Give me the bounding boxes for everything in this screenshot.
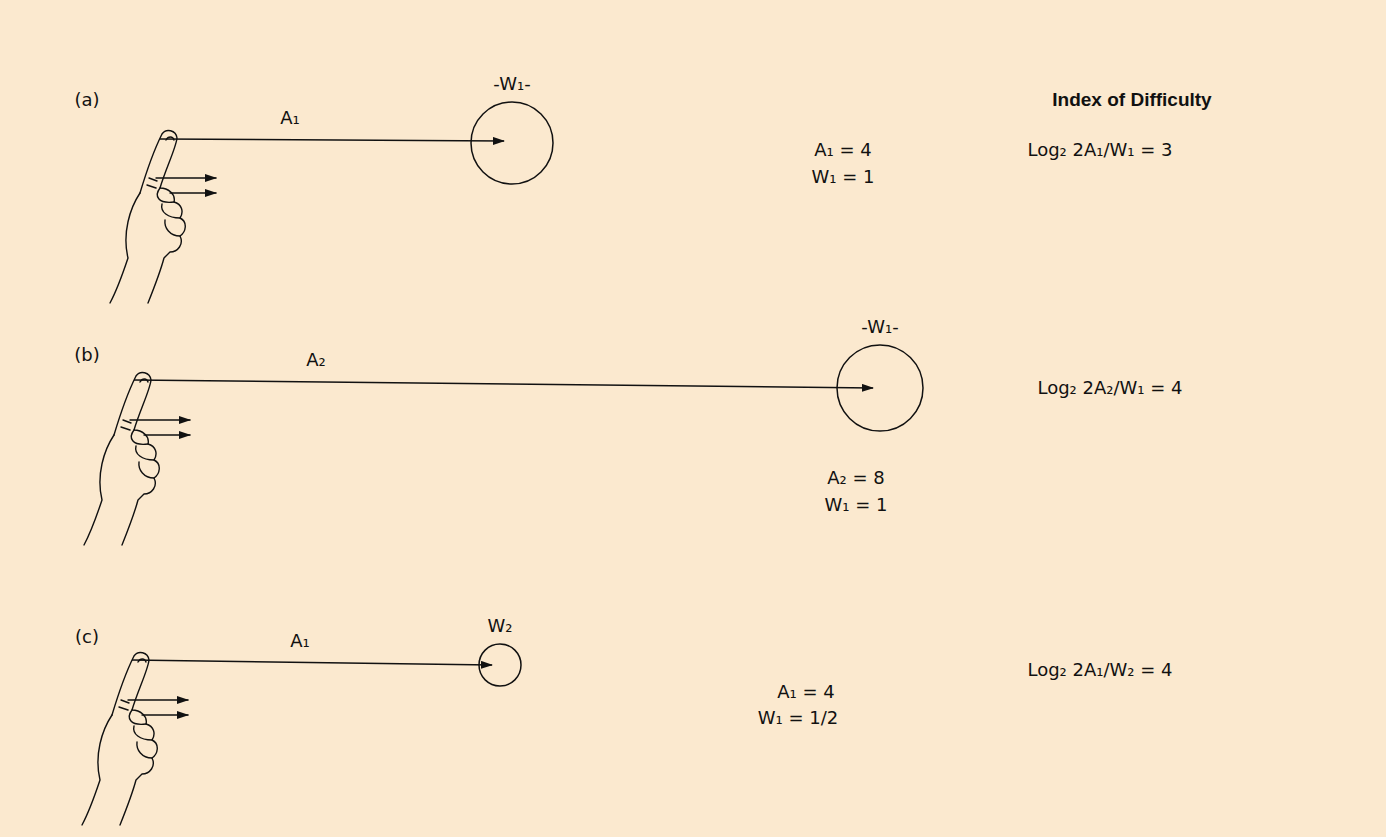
text-label: A₁ — [280, 107, 300, 129]
text-label: Index of Difficulty — [1052, 89, 1211, 112]
text-label: Log₂ 2A₁/W₂ = 4 — [1027, 659, 1172, 681]
width-label: -W₁- — [861, 316, 898, 338]
distance-arrow — [134, 380, 873, 388]
text-label: A₂ = 8 — [827, 467, 885, 489]
width-label: -W₁- — [493, 73, 530, 95]
text-label: (c) — [75, 626, 99, 648]
text-label: A₁ = 4 — [814, 139, 872, 161]
text-label: (a) — [74, 89, 99, 111]
target-circle: -W₁- — [836, 344, 924, 432]
text-label: A₁ — [290, 630, 310, 652]
width-label: W₂ — [487, 615, 512, 637]
target-circle: -W₁- — [470, 101, 554, 185]
text-label: Log₂ 2A₁/W₁ = 3 — [1027, 139, 1172, 161]
text-label: A₂ — [306, 349, 326, 371]
target-circle: W₂ — [478, 643, 522, 687]
circle-outline — [470, 101, 554, 185]
text-label: W₁ = 1 — [812, 166, 875, 188]
text-label: W₁ = 1/2 — [758, 707, 839, 729]
distance-arrow — [132, 660, 492, 665]
text-label: Log₂ 2A₂/W₁ = 4 — [1037, 377, 1182, 399]
text-label: (b) — [74, 344, 99, 366]
text-label: A₁ = 4 — [777, 681, 835, 703]
circle-outline — [478, 643, 522, 687]
circle-outline — [836, 344, 924, 432]
distance-arrow — [160, 139, 504, 141]
text-label: W₁ = 1 — [825, 494, 888, 516]
